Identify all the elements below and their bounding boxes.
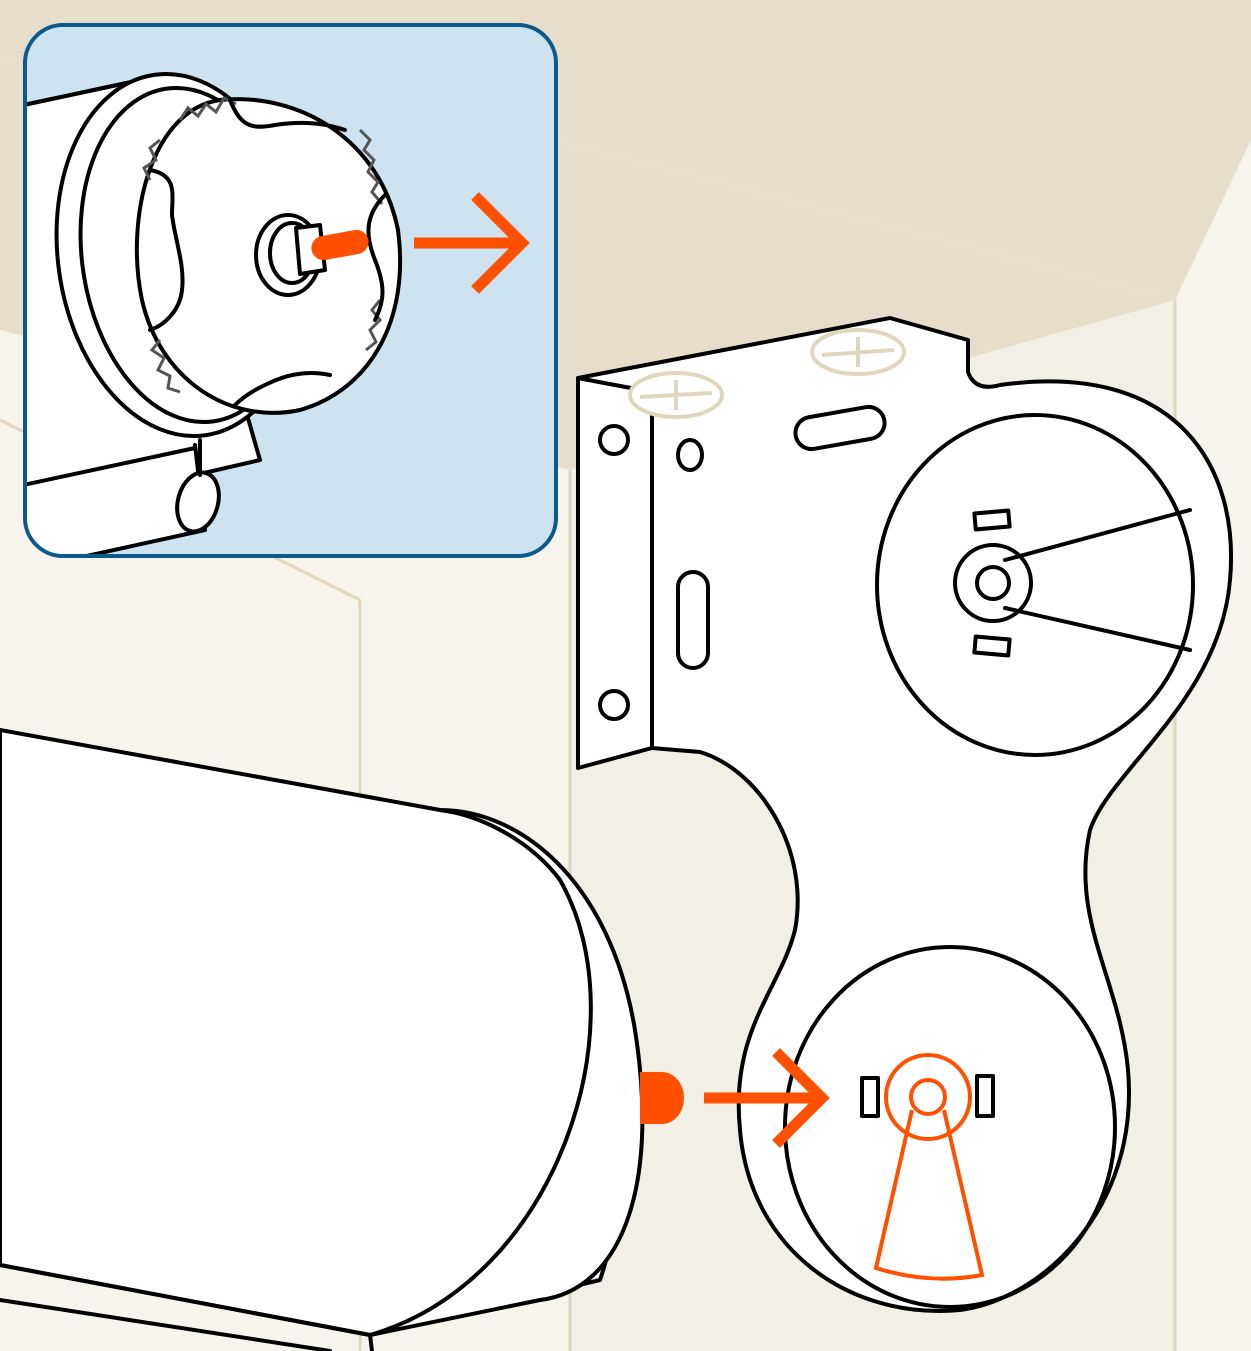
flange-hole-top <box>598 424 630 456</box>
upper-socket-boss <box>953 543 1033 623</box>
inset-pin-shaft <box>294 223 327 276</box>
bracket-main-plate <box>576 316 1233 1313</box>
flange-hole-bottom <box>598 689 630 721</box>
detail-inset <box>23 23 558 558</box>
upper-socket-tab-top <box>972 508 1012 532</box>
lower-socket-tab-right <box>975 1074 995 1118</box>
roller-tube <box>0 728 684 1351</box>
plate-slot-horizontal <box>793 404 887 452</box>
upper-socket-ring <box>875 413 1195 757</box>
plate-slot-vertical <box>676 570 710 670</box>
screw-left-icon <box>628 371 724 419</box>
lower-socket-tab-left <box>860 1076 880 1118</box>
inset-arrow <box>414 192 530 294</box>
tube-end-pin <box>640 1072 684 1124</box>
inset-gear-spokes <box>148 98 387 407</box>
roller-tube-bottom-edge <box>0 1263 374 1351</box>
upper-socket-hole <box>975 565 1011 601</box>
bracket-side-flange <box>576 376 654 770</box>
roller-bar-edge <box>0 1298 332 1351</box>
mounting-bracket <box>576 316 1233 1313</box>
upper-socket-tab-bottom <box>972 634 1012 658</box>
upper-socket <box>875 413 1195 757</box>
insertion-arrow <box>704 1048 830 1148</box>
lower-socket-ring <box>783 945 1117 1309</box>
inset-gear-teeth <box>142 96 384 394</box>
inset-border <box>23 23 558 558</box>
screw-right-icon <box>810 328 906 376</box>
plate-hole-small <box>676 438 704 472</box>
lower-socket-channel-highlight <box>873 1053 985 1281</box>
inset-bar-end <box>175 470 221 534</box>
upper-socket-channel <box>1003 508 1192 652</box>
inset-pin-tip <box>311 229 369 261</box>
lower-socket <box>783 945 1117 1309</box>
